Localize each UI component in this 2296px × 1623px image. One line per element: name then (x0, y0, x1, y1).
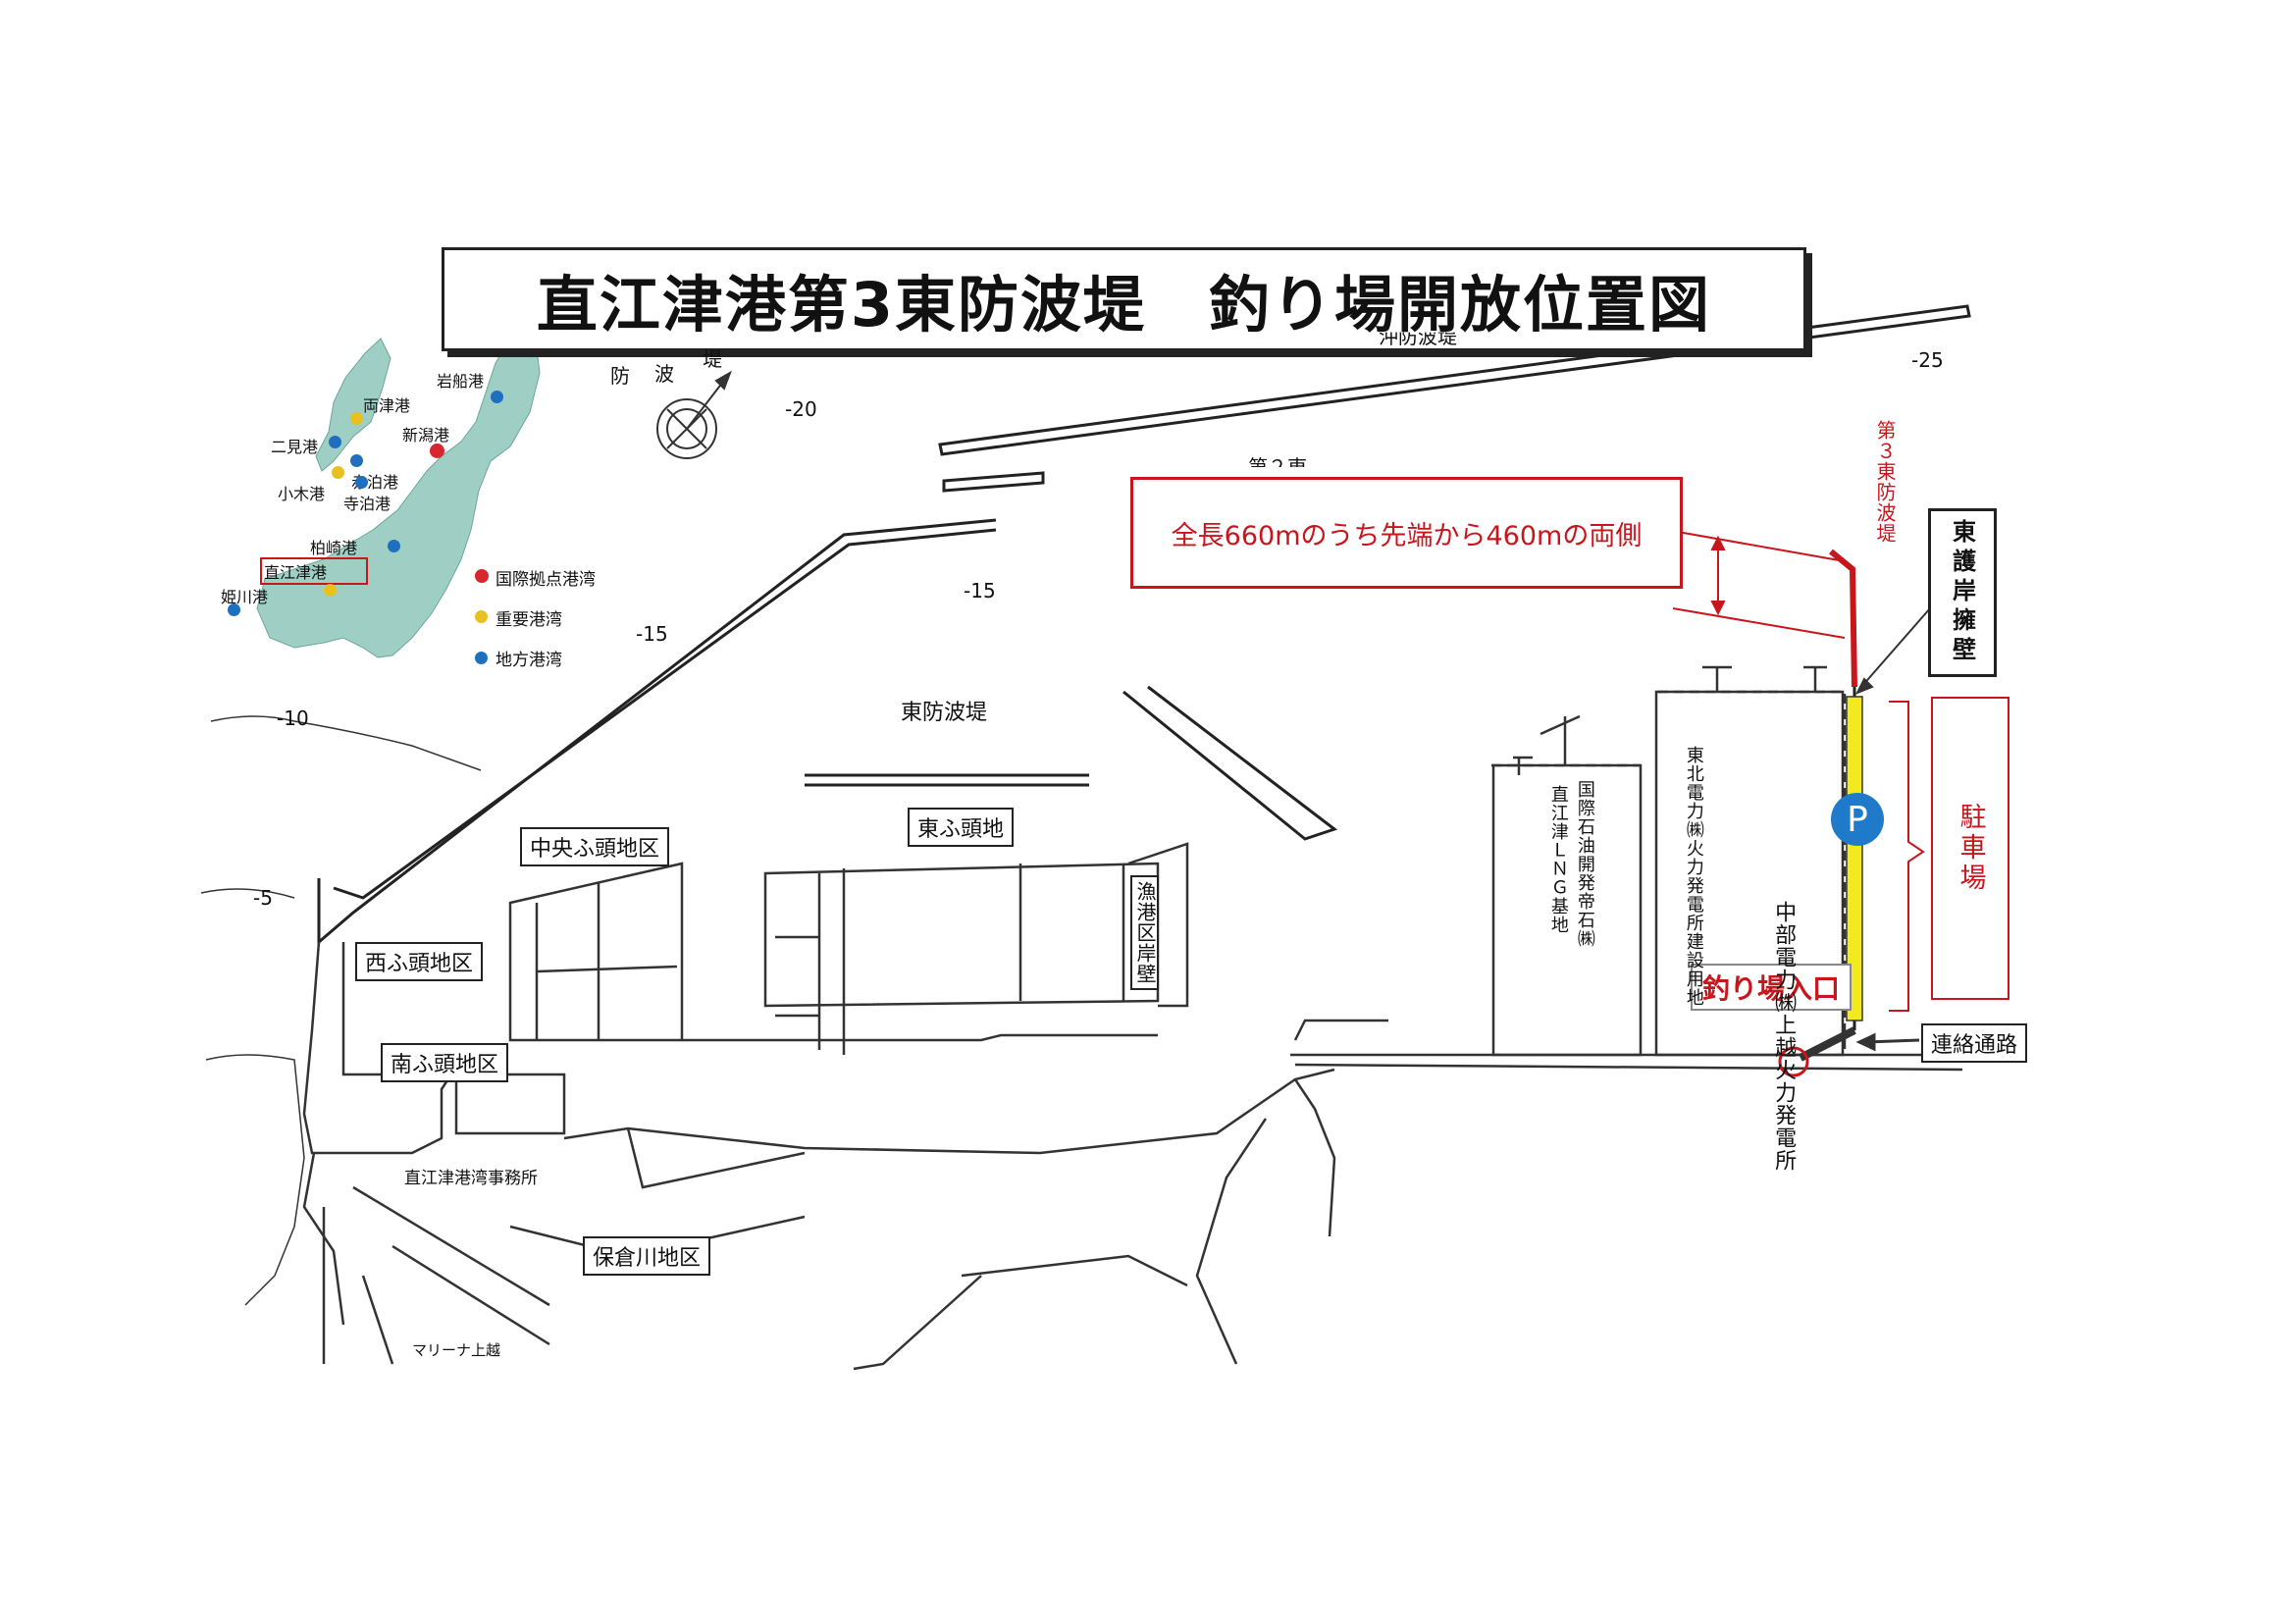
offshore-breakwater-label: 沖防波堤 (1379, 325, 1457, 348)
district-west: 西ふ頭地区 (355, 942, 484, 981)
depth-label: -20 (785, 397, 817, 421)
port-label: 姫川港 (221, 588, 269, 606)
port-label: 二見港 (271, 438, 319, 456)
fishing-entrance-label: 釣り場入口 (1691, 964, 1852, 1011)
east-revetment-box: 東護岸擁壁 (1928, 508, 1997, 677)
depth-label: -15 (964, 579, 996, 602)
breakwater-vertical-label: 第３東防波堤 (1873, 420, 1897, 544)
depth-label: -25 (1911, 348, 1944, 372)
east-breakwater-lines (317, 518, 1338, 946)
port-dot (430, 444, 444, 458)
port-dot (350, 412, 363, 425)
coastline (200, 715, 482, 1306)
legend-international: 国際拠点港湾 (496, 570, 596, 590)
depth-label: -5 (253, 886, 273, 910)
offshore-breakwater (938, 304, 1971, 493)
port-label: 岩船港 (437, 372, 485, 391)
third-east-breakwater (1799, 549, 1863, 1062)
breakwater-fragment-2: 波 (654, 362, 674, 386)
east-breakwater-label: 東防波堤 (901, 701, 988, 725)
page-title: 直江津港第3東防波堤 釣り場開放位置図 (536, 269, 1712, 340)
district-east: 東ふ頭地 (908, 808, 1015, 847)
district-fishing-port: 漁港区岸壁 (1130, 875, 1159, 990)
notice-box: 全長660mのうち先端から460mの両側 (1130, 477, 1683, 589)
port-label: 寺泊港 (343, 495, 391, 513)
breakwater-fragment-1: 防 (610, 364, 630, 388)
breakwater-fragment-3: 堤 (703, 347, 722, 371)
parking-icon: P (1831, 793, 1884, 846)
notice-text: 全長660mのうち先端から460mの両側 (1171, 520, 1643, 551)
depth-label: -10 (277, 707, 309, 730)
port-label: 柏崎港 (310, 539, 358, 557)
access-arrow (1855, 1032, 1920, 1052)
inpex-label: 国際石油開発帝石㈱ (1574, 780, 1595, 948)
district-south: 南ふ頭地区 (381, 1043, 509, 1082)
parking-label: 駐車場 (1955, 803, 1986, 894)
tohoku-site-label: 東北電力㈱火力発電所建設用地 (1683, 746, 1704, 1007)
legend-dot-international (475, 569, 489, 583)
port-dot (228, 603, 240, 616)
dimension-lines (1672, 531, 1846, 639)
depth-label: -15 (636, 622, 668, 646)
parking-brace (1889, 701, 1925, 1012)
legend-dot-major (475, 610, 488, 623)
east-revetment-label: 東護岸擁壁 (1948, 519, 1976, 666)
parking-box: 駐車場 (1931, 697, 2009, 1000)
legend-major: 重要港湾 (496, 610, 562, 630)
entrance-marker (1778, 1046, 1809, 1077)
port-label: 両津港 (363, 396, 411, 415)
harbor-office-label: 直江津港湾事務所 (404, 1169, 538, 1188)
compass (656, 370, 732, 459)
marina-label: マリーナ上越 (412, 1341, 501, 1359)
district-hokura: 保倉川地区 (583, 1236, 711, 1276)
port-dot (491, 391, 503, 403)
port-dot (332, 466, 344, 479)
port-dot (355, 476, 368, 489)
port-label: 小木港 (278, 485, 326, 503)
port-dot (329, 436, 341, 448)
lng-base-label: 直江津ＬＮＧ基地 (1547, 785, 1569, 934)
access-road-label: 連絡通路 (1921, 1023, 2028, 1063)
port-label-naoetsu: 直江津港 (260, 557, 369, 585)
legend-dot-local (475, 652, 488, 664)
legend-local: 地方港湾 (496, 651, 562, 670)
chubu-plant-label: 中部電力㈱上越火力発電所 (1771, 901, 1797, 1172)
industrial-plots (1491, 665, 1847, 1057)
port-label: 新潟港 (402, 426, 450, 445)
title-box: 直江津港第3東防波堤 釣り場開放位置図 (442, 247, 1806, 351)
port-dot (324, 584, 337, 597)
second-east-label: 第２東 (1248, 455, 1307, 479)
port-dot (350, 454, 363, 467)
district-central: 中央ふ頭地区 (520, 827, 670, 866)
revetment-arrow (1854, 607, 1931, 695)
port-dot (388, 540, 400, 552)
